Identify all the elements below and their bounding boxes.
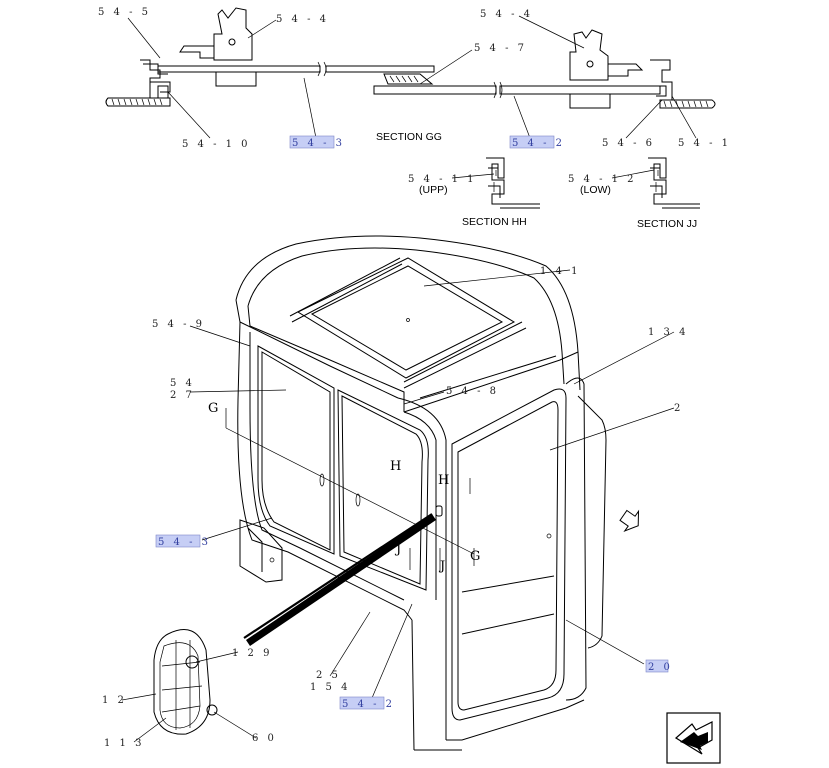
- label-upp: (UPP): [419, 184, 448, 196]
- marker-g-right: G: [470, 549, 480, 564]
- leaders-top: [127, 15, 697, 139]
- cab-body: [225, 235, 640, 751]
- section-jj-title: SECTION JJ: [637, 218, 697, 230]
- glass-pane-54-3: [157, 65, 321, 73]
- marker-g-left: G: [208, 401, 218, 416]
- section-jj-drawing: [648, 157, 700, 209]
- callout-54-8: 5 4 - 8: [446, 386, 499, 397]
- callout-54-10: 5 4 - 1 0: [182, 139, 251, 150]
- callout-54-27-line1: 5 4: [170, 378, 195, 389]
- skylight-141: [296, 257, 516, 379]
- label-low: (LOW): [580, 184, 611, 196]
- callout-54-12: 5 4 - 1 2: [568, 174, 637, 185]
- footstep-bracket: [239, 519, 283, 583]
- callout-141: 1 4 1: [540, 266, 580, 277]
- marker-h-left: H: [390, 459, 401, 474]
- callout-54-7: 5 4 - 7: [474, 43, 527, 54]
- section-gg-title: SECTION GG: [376, 131, 442, 143]
- callout-154: 1 5 4: [310, 682, 350, 693]
- leaders-main: [121, 269, 675, 743]
- latch-left: [213, 7, 253, 61]
- callout-20: 2 0: [648, 662, 673, 673]
- left-sill: [105, 97, 171, 107]
- marker-j-right: J: [438, 559, 445, 574]
- callout-2: 2: [674, 403, 683, 414]
- marker-j-left: J: [394, 542, 401, 557]
- callout-54-3-mid: 5 4 - 3: [158, 537, 211, 548]
- callout-54-3-top: 5 4 - 3: [292, 138, 345, 149]
- front-glass-right: [337, 389, 429, 591]
- callout-134: 1 3 4: [648, 327, 688, 338]
- marker-h-right: H: [438, 473, 449, 488]
- callout-54-5: 5 4 - 5: [98, 7, 151, 18]
- callout-60: 6 0: [252, 733, 277, 744]
- callout-25: 2 5: [316, 670, 341, 681]
- callout-54-4-left: 5 4 - 4: [276, 14, 329, 25]
- latch-right: [569, 29, 609, 81]
- section-hh-drawing: [486, 157, 540, 209]
- callout-54-9: 5 4 - 9: [152, 319, 205, 330]
- callout-54-27-line2: 2 7: [170, 390, 195, 401]
- labels: 5 4 - 5 5 4 - 4 5 4 - 4 5 4 - 7 5 4 - 1 …: [98, 7, 731, 749]
- callout-54-2-bottom: 5 4 - 2: [342, 699, 395, 710]
- callout-54-11: 5 4 - 1 1: [408, 174, 477, 185]
- section-hh-title: SECTION HH: [462, 216, 527, 228]
- callout-54-2-top: 5 4 - 2: [512, 138, 565, 149]
- side-door-2: [451, 388, 567, 721]
- callout-12: 1 2: [102, 695, 127, 706]
- callout-54-4-right: 5 4 - 4: [480, 9, 533, 20]
- section-gg-drawing: [105, 7, 716, 109]
- front-glass-left: [257, 345, 335, 555]
- glass-pane-54-2: [373, 85, 497, 95]
- mirror-assembly: [153, 629, 218, 735]
- callout-54-6: 5 4 - 6: [602, 138, 655, 149]
- callout-129: 1 2 9: [232, 648, 272, 659]
- next-page-arrow-icon[interactable]: [666, 712, 721, 764]
- callout-113: 1 1 3: [104, 738, 144, 749]
- callout-54-1: 5 4 - 1: [678, 138, 731, 149]
